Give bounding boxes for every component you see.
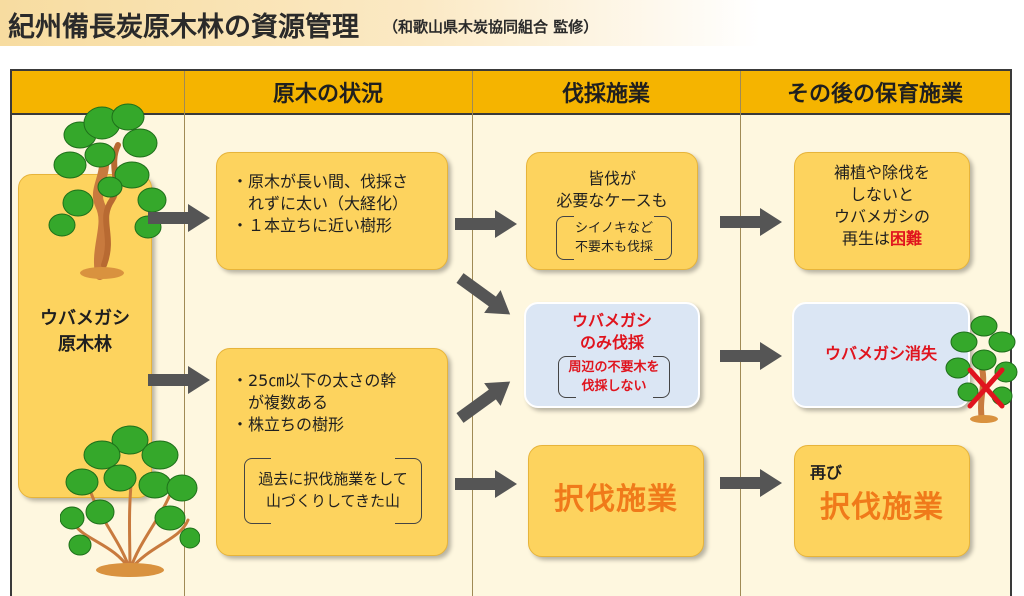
text-line: ウバメガシ: [571, 311, 652, 330]
header-aftercare: その後の保育施業: [740, 71, 1010, 115]
tall-tree-icon: [48, 103, 167, 280]
forest-label: ウバメガシ 原木林: [18, 306, 152, 358]
text-line: 過去に択伐施業をして: [258, 470, 408, 488]
forest-label-line: ウバメガシ: [40, 308, 130, 329]
text-line: ウバメガシの: [833, 207, 930, 226]
text-line: ・株立ちの樹形: [232, 415, 345, 434]
text-line: が複数ある: [232, 393, 329, 412]
aftercare-mid-box: [792, 302, 970, 408]
harvest-clear-note: シイノキなど 不要木も伐採: [556, 219, 672, 257]
aftercare-mid-label: ウバメガシ消失: [824, 344, 937, 363]
text-line: 再生は困難: [794, 228, 970, 250]
note-bracket: [556, 215, 672, 261]
text-line: 不要木も伐採: [574, 240, 653, 255]
page-title: 紀州備長炭原木林の資源管理: [8, 12, 359, 43]
bushy-tree-icon: [60, 425, 200, 577]
column-divider: [184, 71, 185, 596]
forest-label-line: 原木林: [58, 334, 112, 355]
harvest-only-note: 周辺の不要木を 伐採しない: [558, 358, 670, 396]
harvest-clear-text: 皆伐が 必要なケースも: [526, 168, 698, 212]
header-harvest: 伐採施業: [472, 71, 740, 115]
harvest-only-text: ウバメガシ のみ伐採: [524, 310, 700, 354]
title-bar: [0, 0, 760, 46]
harvest-only-box: [524, 302, 700, 408]
text-fragment: 再生は: [841, 229, 890, 248]
aftercare-top-text: 補植や除伐を しないと ウバメガシの 再生は困難: [794, 162, 970, 250]
text-line: ・25㎝以下の太さの幹: [232, 371, 397, 390]
aftercare-top-box: [794, 152, 970, 270]
harvest-selective-box: [528, 445, 704, 557]
note-bracket: [244, 457, 422, 525]
situation-top-text: ・原木が長い間、伐採さ れずに太い（大経化） ・１本立ちに近い樹形: [232, 171, 408, 237]
text-line: 必要なケースも: [556, 191, 668, 210]
text-line: 補植や除伐を: [833, 163, 930, 182]
text-line: しないと: [849, 185, 914, 204]
situation-bottom-text: ・25㎝以下の太さの幹 が複数ある ・株立ちの樹形: [232, 370, 396, 436]
text-line: ・原木が長い間、伐採さ: [232, 172, 409, 191]
text-line: 伐採しない: [581, 379, 647, 394]
text-line: れずに太い（大経化）: [232, 194, 409, 213]
text-line: 皆伐が: [587, 169, 636, 188]
aftercare-bottom-label: 択伐施業: [820, 490, 944, 525]
text-line: ・１本立ちに近い樹形: [232, 216, 393, 235]
note-bracket: [558, 355, 670, 399]
text-line: 周辺の不要木を: [568, 360, 660, 375]
column-divider: [472, 71, 473, 596]
header-situation: 原木の状況: [184, 71, 472, 115]
aftercare-bottom-box: [794, 445, 970, 557]
page-subtitle: （和歌山県木炭協同組合 監修）: [383, 18, 599, 36]
text-line: 山づくりしてきた山: [265, 492, 401, 510]
again-label: 再び: [810, 463, 843, 482]
harvest-selective-label: 択伐施業: [554, 482, 678, 517]
situation-top-box: [216, 152, 448, 270]
situation-bottom-note: 過去に択伐施業をして 山づくりしてきた山: [244, 468, 422, 512]
cross-mark-icon: [967, 367, 1005, 409]
text-line: シイノキなど: [574, 221, 653, 236]
text-line: のみ伐採: [579, 333, 644, 352]
difficult-emphasis: 困難: [890, 229, 923, 248]
column-divider: [740, 71, 741, 596]
